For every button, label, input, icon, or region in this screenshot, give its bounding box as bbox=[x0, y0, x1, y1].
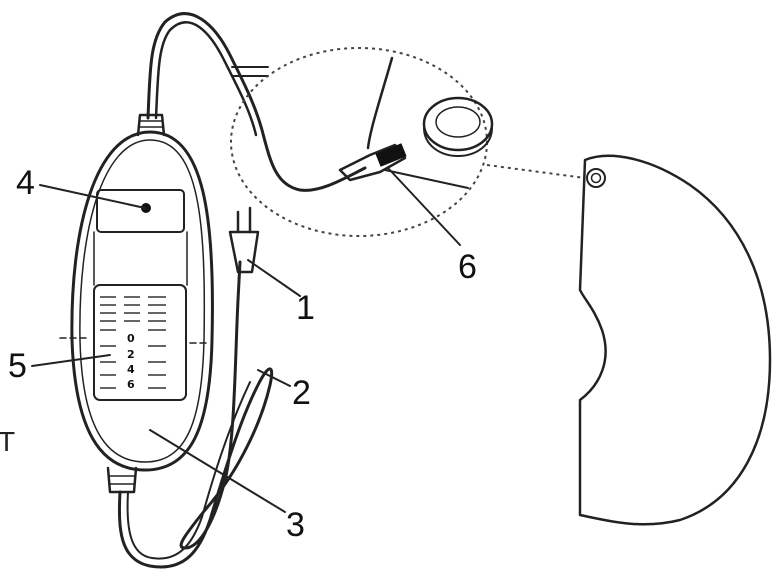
inset-button bbox=[422, 96, 494, 152]
callout-5: 5 bbox=[8, 347, 27, 385]
connector-tip bbox=[375, 143, 407, 167]
callout-4: 4 bbox=[16, 164, 35, 202]
callout-3: 3 bbox=[286, 506, 305, 544]
lower-cable bbox=[117, 260, 274, 569]
pad-connector-socket bbox=[586, 168, 606, 188]
indicator-window bbox=[96, 189, 185, 233]
bottom-strain-relief bbox=[106, 466, 138, 494]
dial-setting-0: 0 bbox=[127, 332, 135, 345]
plug-body bbox=[228, 230, 260, 274]
slider-lines bbox=[100, 296, 166, 389]
leader-6 bbox=[387, 167, 461, 246]
callout-6: 6 bbox=[458, 248, 477, 286]
dial-setting-4: 4 bbox=[127, 363, 135, 376]
heating-pad bbox=[578, 154, 772, 526]
upper-cable bbox=[146, 12, 367, 192]
inset-connector bbox=[338, 143, 407, 182]
controller-body bbox=[70, 130, 214, 472]
top-strain-relief bbox=[136, 113, 166, 137]
magnifier-ellipse bbox=[230, 47, 488, 237]
edge-letter: T bbox=[0, 426, 15, 457]
dial-setting-2: 2 bbox=[127, 348, 135, 361]
leader-4 bbox=[39, 184, 146, 209]
callout-2: 2 bbox=[292, 374, 311, 412]
callout-1: 1 bbox=[296, 289, 315, 327]
magnifier-leader bbox=[486, 164, 586, 179]
leader-3 bbox=[149, 429, 286, 513]
dial-setting-6: 6 bbox=[127, 378, 135, 391]
leader-2 bbox=[257, 369, 291, 387]
leader-1 bbox=[247, 259, 301, 297]
heat-setting-panel bbox=[93, 284, 187, 401]
leader-5 bbox=[31, 354, 111, 367]
